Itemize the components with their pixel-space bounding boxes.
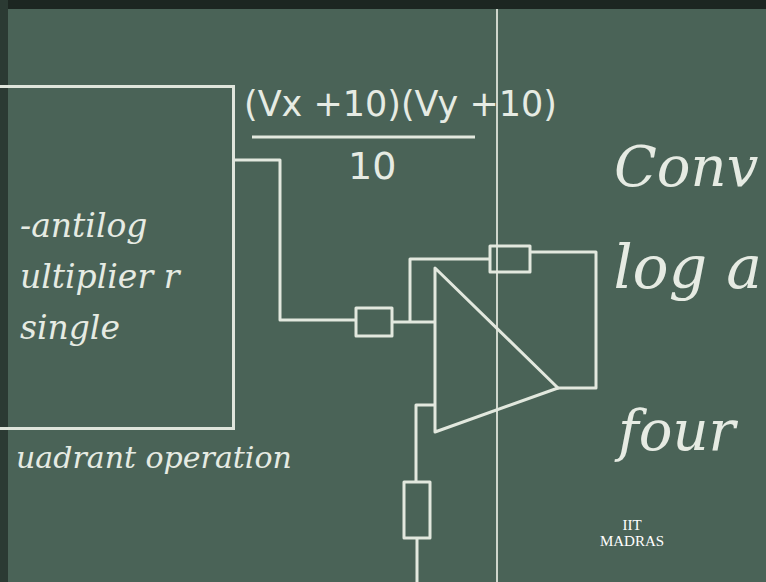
chalk-note: uadrant operation [16,440,292,475]
process-box: -antilog ultiplier r single [0,85,235,430]
ground-wire [416,538,419,582]
feedback-wire [410,259,490,322]
input-wire [392,321,435,324]
board-top-edge [0,0,766,9]
input-wire [235,160,356,320]
non-inverting-wire [416,405,435,482]
op-amp-symbol [435,268,558,432]
box-text: -antilog ultiplier r single [20,200,210,353]
input-resistor [356,308,392,336]
watermark: IIT MADRAS [596,518,668,550]
fraction-bar [252,136,475,139]
chalk-note: four [618,398,735,463]
ground-resistor [404,482,430,538]
chalk-note: Conv [614,134,758,199]
feedback-resistor [490,246,530,272]
chalk-note: (Vx +10)(Vy +10) [244,84,557,124]
chalk-note: log a [613,232,762,302]
feedback-wire [530,252,596,388]
chalk-note: 10 [348,144,396,188]
